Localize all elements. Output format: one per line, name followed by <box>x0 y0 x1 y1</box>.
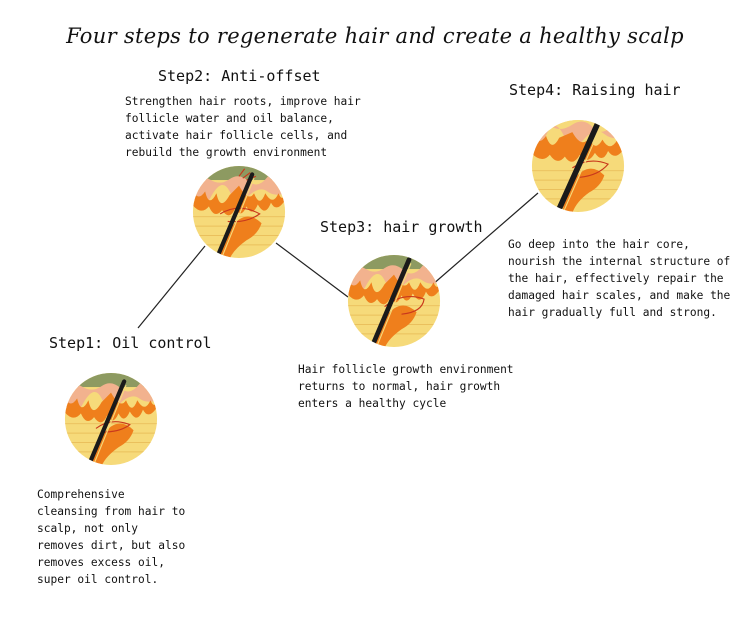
step1-title: Step1: Oil control <box>49 334 212 352</box>
step1-line: scalp, not only <box>37 522 139 535</box>
step2-line: Strengthen hair roots, improve hair <box>125 95 361 108</box>
step4-description: Go deep into the hair core, nourish the … <box>508 236 730 321</box>
hair-follicle-icon <box>531 119 625 213</box>
step3-line: returns to normal, hair growth <box>298 380 501 393</box>
step4-line: the hair, effectively repair the <box>508 272 724 285</box>
step1-line: super oil control. <box>37 573 159 586</box>
step1-line: cleansing from hair to <box>37 505 186 518</box>
step3-line: Hair follicle growth environment <box>298 363 514 376</box>
step2-line: follicle water and oil balance, <box>125 112 334 125</box>
step2-title: Step2: Anti-offset <box>158 67 321 85</box>
connector-step2-step3 <box>275 242 349 298</box>
step3-description: Hair follicle growth environment returns… <box>298 361 514 412</box>
connector-step3-step4 <box>431 192 539 286</box>
step1-line: removes dirt, but also <box>37 539 186 552</box>
step3-title: Step3: hair growth <box>320 218 483 236</box>
step1-line: removes excess oil, <box>37 556 165 569</box>
step4-line: nourish the internal structure of <box>508 255 731 268</box>
step3-follicle-illustration <box>347 254 441 353</box>
hair-follicle-icon <box>347 254 441 348</box>
step4-line: Go deep into the hair core, <box>508 238 690 251</box>
step4-line: hair gradually full and strong. <box>508 306 717 319</box>
step1-line: Comprehensive <box>37 488 125 501</box>
step1-follicle-illustration <box>64 372 158 471</box>
step4-line: damaged hair scales, and make the <box>508 289 731 302</box>
step3-line: enters a healthy cycle <box>298 397 447 410</box>
step2-follicle-illustration <box>192 165 286 264</box>
step4-title: Step4: Raising hair <box>509 81 681 99</box>
hair-follicle-icon <box>64 372 158 466</box>
step1-description: Comprehensive cleansing from hair to sca… <box>37 486 185 588</box>
step4-follicle-illustration <box>531 119 625 218</box>
hair-follicle-icon <box>192 165 286 259</box>
step2-description: Strengthen hair roots, improve hair foll… <box>125 93 361 161</box>
step2-line: activate hair follicle cells, and <box>125 129 348 142</box>
page-title: Four steps to regenerate hair and create… <box>66 24 684 48</box>
connector-step1-step2 <box>137 245 206 329</box>
step2-line: rebuild the growth environment <box>125 146 328 159</box>
